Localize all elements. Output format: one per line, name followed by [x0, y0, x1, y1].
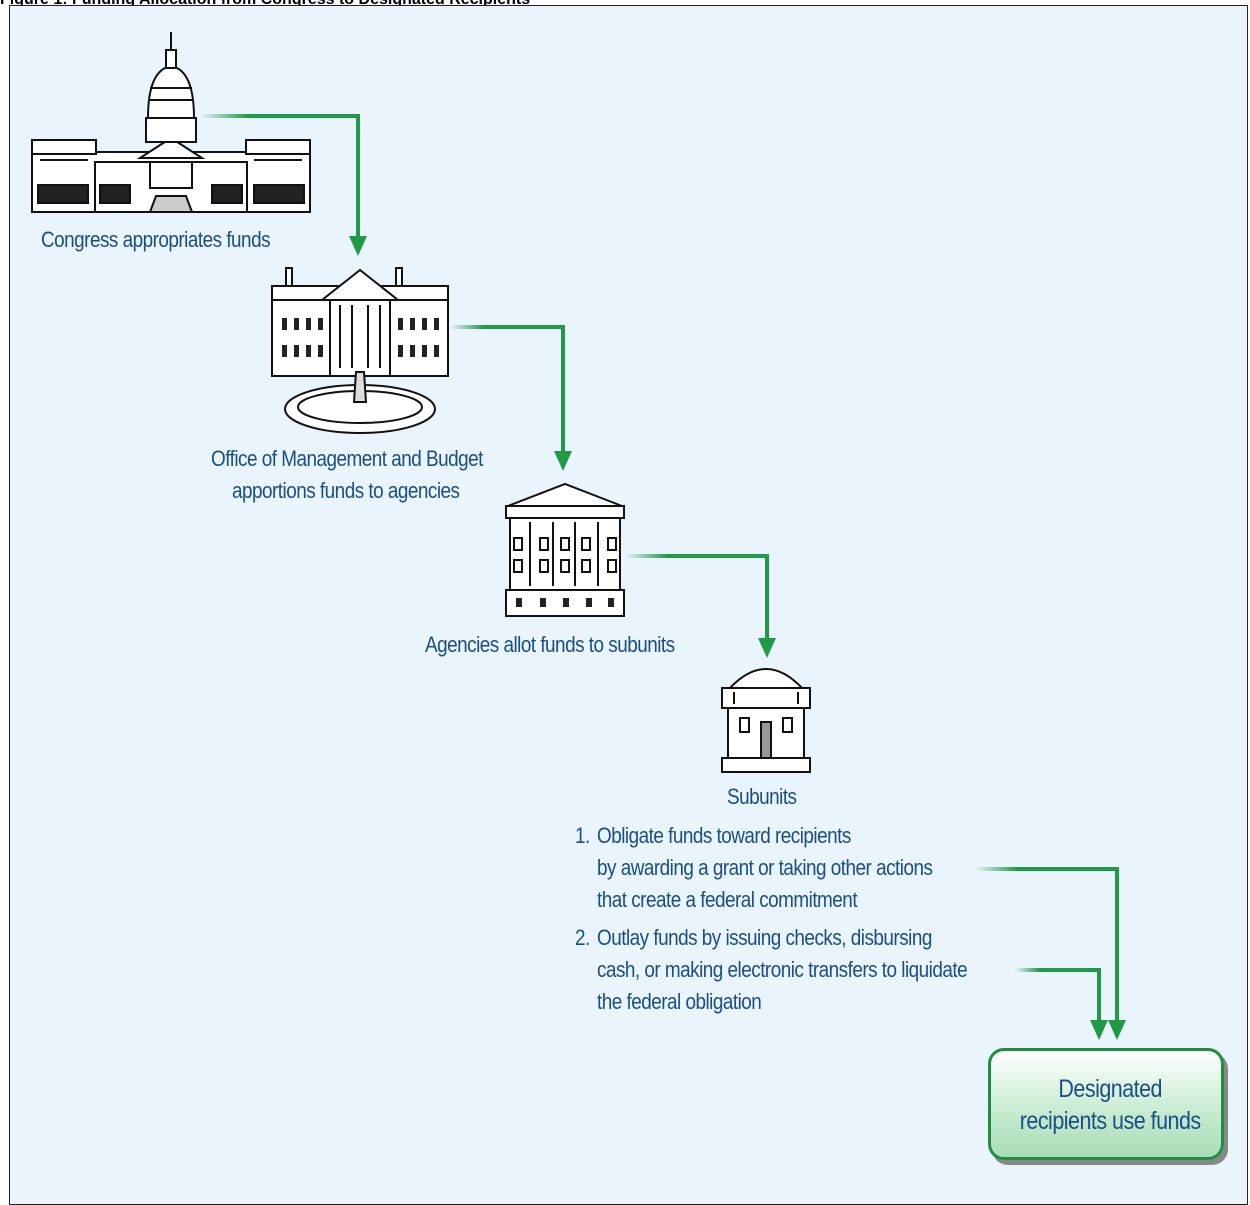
final-label-line1: Designated [1058, 1075, 1163, 1103]
action1-number: 1. [575, 823, 590, 848]
arrow-outlay-to-recipients [1015, 968, 1101, 1024]
action2-line3: the federal obligation [597, 989, 762, 1014]
arrow-omb-to-agencies [450, 325, 565, 455]
arrow-agencies-to-subunits [625, 554, 769, 642]
omb-label-line2: apportions funds to agencies [232, 478, 460, 503]
white-house-icon [271, 267, 449, 434]
designated-recipients-box: Designated recipients use funds [988, 1048, 1224, 1160]
figure-title: Figure 1: Funding Allocation from Congre… [0, 0, 1250, 9]
agency-building-icon [505, 482, 625, 617]
omb-label-line1: Office of Management and Budget [211, 446, 483, 471]
action2-number: 2. [575, 925, 590, 950]
agencies-label: Agencies allot funds to subunits [425, 632, 675, 657]
arrow-obligate-to-recipients [975, 867, 1119, 1024]
capitol-building-icon [31, 32, 311, 213]
action1-line3: that create a federal commitment [597, 887, 858, 912]
subunits-label: Subunits [727, 784, 797, 809]
action1-line1: Obligate funds toward recipients [597, 823, 851, 848]
subunit-building-icon [721, 668, 811, 773]
action2-line1: Outlay funds by issuing checks, disbursi… [597, 925, 932, 950]
action1-line2: by awarding a grant or taking other acti… [597, 855, 933, 880]
congress-label: Congress appropriates funds [41, 227, 271, 252]
action2-line2: cash, or making electronic transfers to … [597, 957, 968, 982]
arrow-congress-to-omb [200, 114, 360, 240]
final-label-line2: recipients use funds [1019, 1107, 1201, 1135]
